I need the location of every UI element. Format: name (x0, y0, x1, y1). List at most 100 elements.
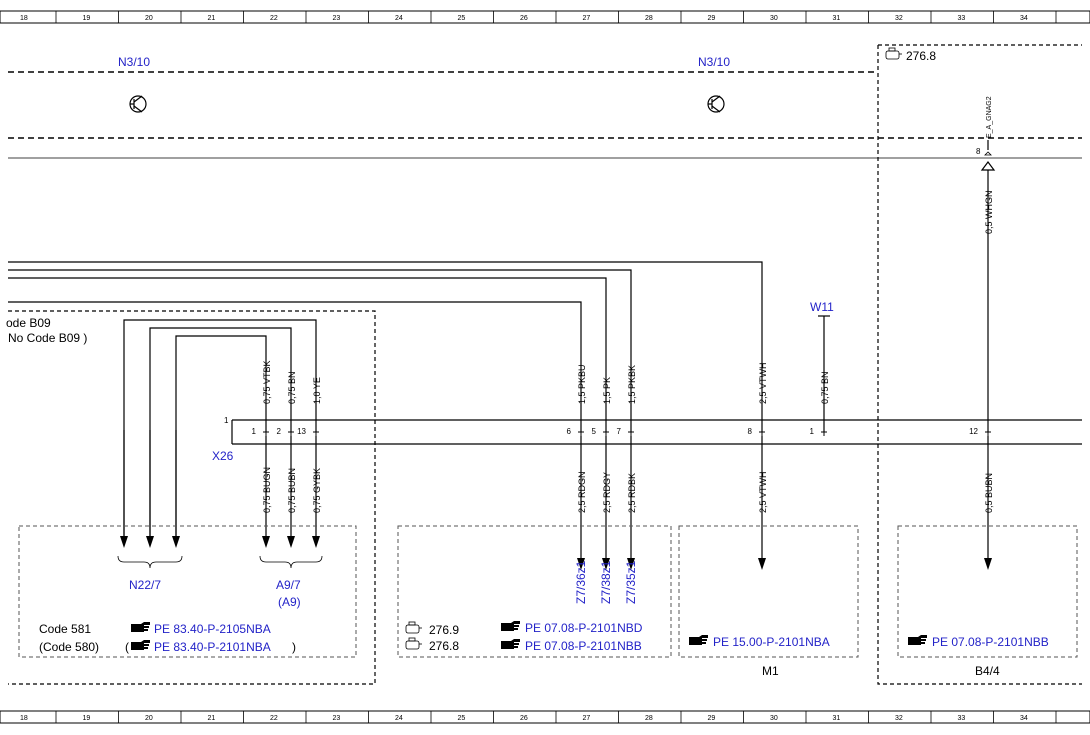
ruler-cell: 23 (333, 715, 341, 722)
engine-icon (885, 47, 902, 60)
ruler-cell: 27 (583, 715, 591, 722)
code-b09-line2: No Code B09 ) (8, 331, 87, 345)
m1-label: M1 (762, 664, 779, 678)
connector-pin-mark (821, 431, 827, 436)
connector-pin-mark (288, 431, 294, 436)
n310-right-label[interactable]: N3/10 (698, 55, 730, 69)
connector-mark (984, 151, 992, 156)
connector-pin-number: 1 (810, 427, 815, 436)
ruler-cell: 24 (395, 15, 403, 22)
a97-label[interactable]: A9/7 (276, 578, 301, 592)
code-b09-area-border (8, 310, 376, 685)
connector-pin-mark (603, 431, 609, 436)
ref-07-08-2101nbd[interactable]: PE 07.08-P-2101NBD (525, 621, 643, 635)
ruler-cell: 22 (270, 15, 278, 22)
connector-pin-number: 7 (617, 427, 622, 436)
wire-vtwh-top (8, 261, 763, 432)
wire-pk-top (8, 277, 607, 432)
w11-label[interactable]: W11 (810, 300, 834, 314)
code-b09-line1: ode B09 (6, 316, 51, 330)
engine-276-9: 276.9 (429, 623, 459, 637)
connector-pin-number: 5 (592, 427, 597, 436)
lower-wire-label: 2,5 RDBK (627, 473, 637, 513)
z7-36z1-label[interactable]: Z7/36z1 (574, 560, 588, 604)
upper-wire-label: 0,75 BN (287, 371, 297, 404)
ref-07-08-2101nbb[interactable]: PE 07.08-P-2101NBB (525, 639, 642, 653)
ruler-cell: 33 (958, 15, 966, 22)
ruler-cell: 32 (895, 715, 903, 722)
arrow-down-icon (172, 536, 180, 548)
ruler-cell: 26 (520, 715, 528, 722)
x26-label[interactable]: X26 (212, 449, 234, 463)
ruler-cell: 34 (1020, 15, 1028, 22)
upper-wire-label: 1,5 PKBK (627, 365, 637, 404)
connector-pin-number: 12 (969, 427, 978, 436)
connector-pin-number: 8 (748, 427, 753, 436)
ruler-cell: 21 (208, 15, 216, 22)
ref-83-40-2101[interactable]: PE 83.40-P-2101NBA (154, 640, 271, 654)
ruler-cell: 24 (395, 715, 403, 722)
arrow-down-icon (312, 536, 320, 548)
ruler-cell: 25 (458, 15, 466, 22)
signal-direction-icon (980, 161, 996, 171)
connector-pin-number: 6 (567, 427, 572, 436)
connector-pin-mark (985, 431, 991, 436)
connector-pin-mark (759, 431, 765, 436)
wire-pkbk-top (8, 269, 632, 432)
ruler-cell: 19 (83, 715, 91, 722)
ruler-cell: 34 (1020, 715, 1028, 722)
egnag2-label: E_A_GNAG2 (986, 96, 993, 138)
ruler-cell: 18 (20, 715, 28, 722)
lower-wire-label: 2,5 VTWH (758, 471, 768, 513)
upper-wire-label: 0,75 VTBK (262, 360, 272, 404)
ruler-cell: 28 (645, 15, 653, 22)
upper-wire-label: 1,5 PKBU (577, 364, 587, 404)
arrow-down-icon (602, 558, 610, 570)
pointing-hand-icon (501, 639, 520, 649)
z7-38z1-label[interactable]: Z7/38z1 (599, 560, 613, 604)
z7-35z1-label[interactable]: Z7/35z1 (624, 560, 638, 604)
ruler-cell: 18 (20, 15, 28, 22)
connector-pin-number: 2 (277, 427, 282, 436)
wire-pkbu-top (8, 301, 582, 432)
ruler-cell: 33 (958, 715, 966, 722)
arrow-down-icon (287, 536, 295, 548)
n310-left-label[interactable]: N3/10 (118, 55, 150, 69)
connector-pin-number: 13 (297, 427, 306, 436)
ref-15-00-2101nba[interactable]: PE 15.00-P-2101NBA (713, 635, 830, 649)
wire-whgn-label: 0,5 WHGN (984, 190, 994, 234)
ruler-cell: 31 (833, 15, 841, 22)
engine-top-right-label: 276.8 (906, 49, 936, 63)
lower-wire-label: 0,75 BUGN (262, 467, 272, 513)
ruler-cell: 29 (708, 15, 716, 22)
ruler-cell: 31 (833, 715, 841, 722)
transistor-icon (129, 95, 147, 113)
box-m1 (678, 525, 859, 658)
n22-label[interactable]: N22/7 (129, 578, 161, 592)
pointing-hand-icon (501, 621, 520, 631)
arrow-down-icon (627, 558, 635, 570)
wire-vtbk-loop (175, 335, 267, 540)
paren-close: ) (292, 640, 296, 654)
lower-wire-label: 0,75 BUBN (287, 468, 297, 513)
upper-wire-label: 1,0 YE (312, 377, 322, 404)
pointing-hand-icon (689, 635, 708, 645)
connector-pin-mark (313, 431, 319, 436)
ruler-cell: 20 (145, 15, 153, 22)
code581-label: Code 581 (39, 622, 91, 636)
arrow-down-icon (984, 558, 992, 570)
ref-07-08-2101nbb-b44[interactable]: PE 07.08-P-2101NBB (932, 635, 1049, 649)
connector-pin-mark (628, 431, 634, 436)
lower-wire-label: 0,75 GYBK (312, 468, 322, 513)
box-b44 (897, 525, 1078, 658)
x26-pin-one: 1 (224, 416, 229, 425)
arrow-down-icon (758, 558, 766, 570)
code580-label: (Code 580) (39, 640, 99, 654)
ruler-cell: 25 (458, 715, 466, 722)
lower-wire-label: 2,5 RDGN (577, 471, 587, 513)
transistor-icon (707, 95, 725, 113)
a9-label[interactable]: (A9) (278, 595, 301, 609)
brace-a97 (259, 555, 323, 569)
ref-83-40-2105[interactable]: PE 83.40-P-2105NBA (154, 622, 271, 636)
